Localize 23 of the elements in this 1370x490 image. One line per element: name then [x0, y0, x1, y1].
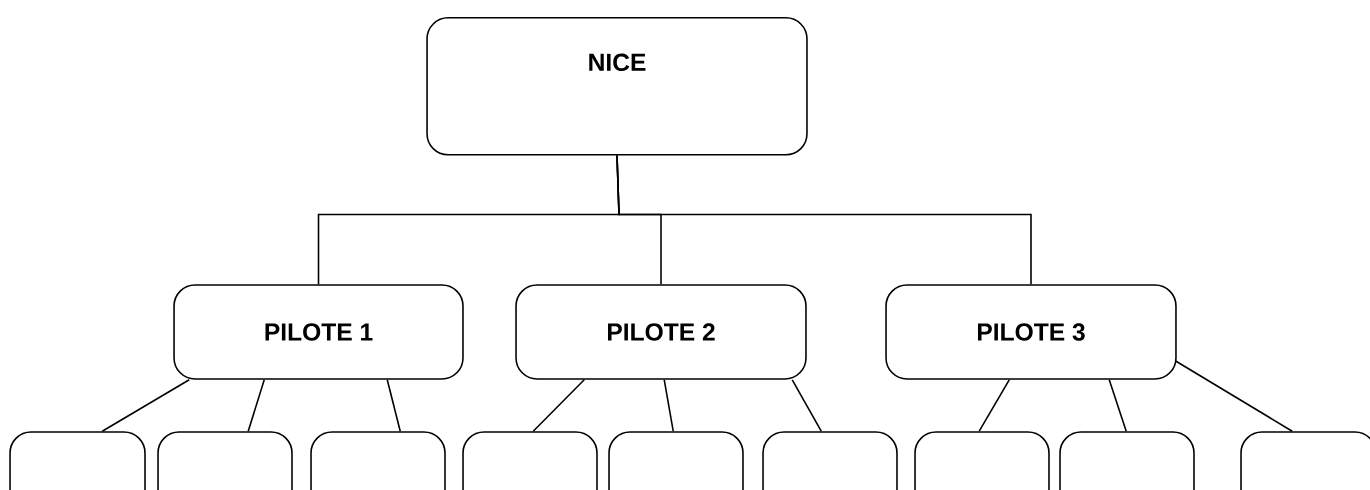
empty-box [462, 431, 598, 490]
empty-box [914, 431, 1050, 490]
empty-box [9, 431, 146, 490]
empty-box [762, 431, 898, 490]
empty-box [310, 431, 446, 490]
connector-line [101, 379, 191, 432]
empty-box [1240, 431, 1370, 490]
org-box: PILOTE 1 [173, 284, 464, 380]
empty-box [1059, 431, 1195, 490]
empty-box [608, 431, 744, 490]
connector-line [663, 379, 674, 432]
connector-line [791, 379, 822, 432]
connector-line [1174, 360, 1293, 432]
connector-line [532, 379, 586, 432]
empty-box [157, 431, 293, 490]
connector-line [616, 154, 1032, 285]
org-box: PILOTE 3 [885, 284, 1177, 380]
connector-line [978, 379, 1011, 432]
connector-line [386, 379, 402, 432]
org-box: NICE [426, 17, 808, 156]
connector-line [1108, 379, 1127, 432]
org-box: PILOTE 2 [515, 284, 807, 380]
connector-line [247, 379, 266, 432]
